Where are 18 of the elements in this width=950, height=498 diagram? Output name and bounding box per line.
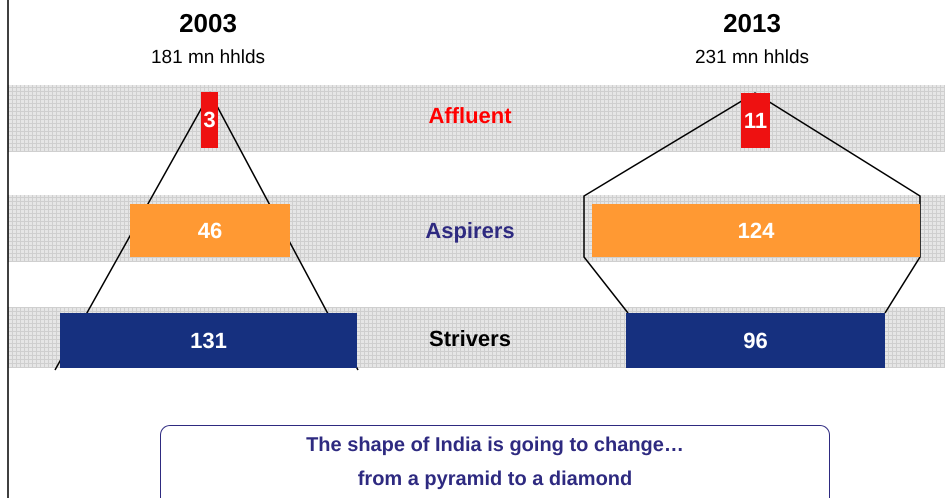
household-count: 181 mn hhlds	[150, 47, 266, 69]
value-bar: 96	[626, 313, 885, 368]
value-bar: 46	[130, 204, 290, 257]
message-box	[160, 425, 830, 498]
year-heading: 2013	[723, 8, 781, 39]
value-bar: 131	[60, 313, 357, 368]
value-bar: 3	[201, 92, 218, 148]
value-bar: 11	[741, 93, 770, 148]
segment-label: Aspirers	[425, 218, 515, 244]
segment-label: Strivers	[429, 326, 511, 352]
value-bar: 124	[592, 204, 920, 257]
segment-band	[8, 85, 945, 152]
message-text: The shape of India is going to change… from a pyramid to a diamond	[305, 433, 685, 492]
household-count: 231 mn hhlds	[694, 47, 810, 69]
segment-band	[8, 307, 945, 368]
segment-band	[8, 195, 945, 262]
segment-label: Affluent	[428, 103, 512, 129]
year-heading: 2003	[179, 8, 237, 39]
